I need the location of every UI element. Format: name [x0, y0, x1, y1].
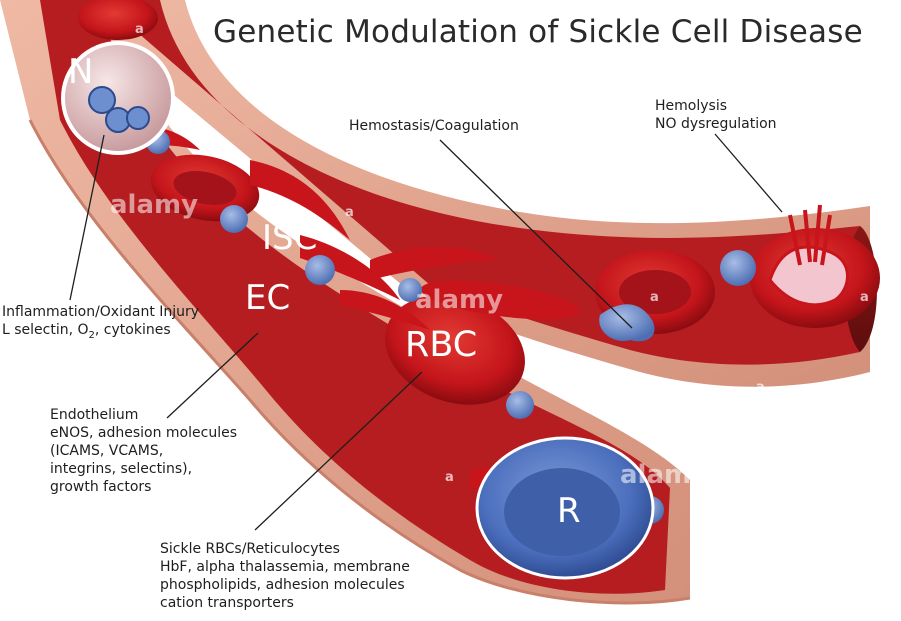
watermark-mark: a — [135, 22, 144, 37]
callout-inflammation: Inflammation/Oxidant Injury L selectin, … — [2, 303, 199, 345]
watermark-brand: alamy — [415, 285, 504, 315]
callout-lines — [69, 133, 783, 531]
label-rbc: RBC — [405, 325, 478, 365]
watermark-mark: a — [445, 470, 454, 485]
label-neutrophil: N — [68, 52, 94, 92]
page-title: Genetic Modulation of Sickle Cell Diseas… — [213, 14, 863, 50]
callout-endothelium: Endothelium eNOS, adhesion molecules (IC… — [50, 406, 237, 496]
watermark-mark: a — [756, 380, 765, 395]
callout-line: integrins, selectins), — [50, 461, 193, 477]
label-ec: EC — [245, 278, 291, 318]
watermark-brand: alamy — [110, 190, 199, 220]
label-reticulocyte: R — [557, 491, 581, 531]
watermark-mark: a — [345, 205, 354, 220]
callout-line: Inflammation/Oxidant Injury — [2, 304, 200, 320]
watermark-brand: alamy — [620, 460, 709, 490]
callout-line: eNOS, adhesion molecules — [50, 425, 237, 441]
neutrophil-cell — [61, 41, 175, 155]
callout-line: growth factors — [50, 479, 152, 495]
callout-line: NO dysregulation — [655, 116, 777, 132]
watermark-mark: a — [650, 290, 659, 305]
label-isc: ISC — [262, 218, 318, 258]
subscript: 2 — [88, 329, 95, 341]
callout-line: Hemolysis — [655, 98, 727, 114]
callout-hemolysis: Hemolysis NO dysregulation — [655, 97, 777, 133]
callout-line: (ICAMS, VCAMS, — [50, 443, 164, 459]
callout-line: cation transporters — [160, 595, 294, 611]
callout-line: phospholipids, adhesion molecules — [160, 577, 405, 593]
callout-line: Endothelium — [50, 407, 139, 423]
watermark-mark: a — [860, 290, 869, 305]
callout-hemostasis: Hemostasis/Coagulation — [349, 117, 519, 135]
callout-text: L selectin, O — [2, 322, 89, 338]
callout-sickle-rbcs: Sickle RBCs/Reticulocytes HbF, alpha tha… — [160, 540, 410, 612]
callout-line: L selectin, O2, cytokines — [2, 321, 199, 345]
lysed-cell — [768, 204, 849, 307]
callout-text: , cytokines — [94, 322, 171, 338]
watermark-mark: a — [540, 378, 549, 393]
callout-line: Hemostasis/Coagulation — [349, 118, 519, 134]
callout-line: Sickle RBCs/Reticulocytes — [160, 541, 340, 557]
callout-line: HbF, alpha thalassemia, membrane — [160, 559, 410, 575]
reticulocyte-cell — [475, 436, 655, 580]
